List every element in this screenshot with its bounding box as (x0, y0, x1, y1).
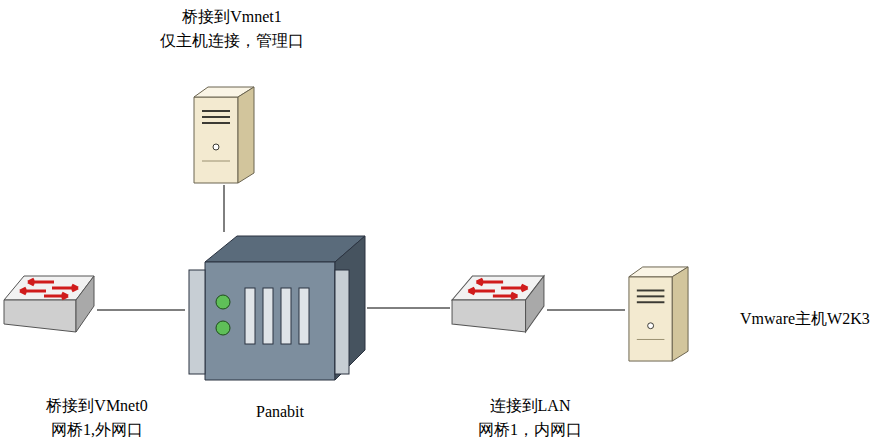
panabit-appliance: Panabit (185, 232, 367, 384)
panabit-icon (185, 232, 367, 384)
network-link (367, 308, 450, 309)
node-caption: 网桥1,外网口 (46, 418, 147, 442)
node-caption: 仅主机连接，管理口 (160, 29, 304, 53)
management-server: 桥接到Vmnet1仅主机连接，管理口 (190, 85, 258, 185)
node-caption: 网桥1，内网口 (478, 418, 582, 442)
caption-group: Vmware主机W2K3 (740, 307, 870, 331)
caption-group: 连接到LAN网桥1，内网口 (478, 394, 582, 442)
network-link (224, 185, 225, 232)
network-link (97, 310, 185, 311)
vmware-host-server: Vmware主机W2K3 (625, 265, 692, 363)
external-switch: 桥接到VMnet0网桥1,外网口 (2, 272, 97, 348)
network-link (547, 310, 625, 311)
switch-icon (450, 272, 547, 348)
node-caption: Vmware主机W2K3 (740, 307, 870, 331)
caption-group: 桥接到VMnet0网桥1,外网口 (46, 394, 147, 442)
lan-switch: 连接到LAN网桥1，内网口 (450, 272, 547, 348)
switch-icon (2, 272, 97, 348)
node-caption: Panabit (256, 400, 304, 424)
server-icon (625, 265, 692, 363)
node-caption: 桥接到VMnet0 (46, 394, 147, 418)
caption-group: Panabit (256, 400, 304, 424)
server-icon (190, 85, 258, 185)
node-caption: 桥接到Vmnet1 (160, 5, 304, 29)
node-caption: 连接到LAN (478, 394, 582, 418)
caption-group: 桥接到Vmnet1仅主机连接，管理口 (160, 5, 304, 53)
